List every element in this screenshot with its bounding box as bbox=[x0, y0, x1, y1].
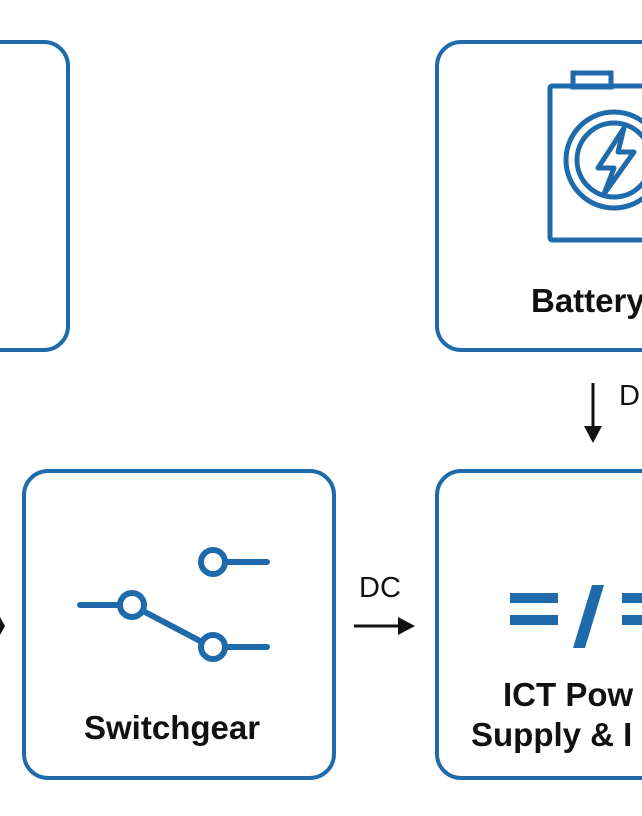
battery-label: Battery bbox=[531, 284, 642, 317]
dc-connection-label-battery: D bbox=[619, 382, 640, 411]
partial-arrow-left bbox=[0, 617, 5, 635]
ict-label-line1: ICT Pow bbox=[503, 678, 633, 711]
dc-arrow-down bbox=[584, 383, 602, 443]
dc-converter-icon bbox=[510, 585, 642, 648]
battery-charging-icon bbox=[550, 73, 642, 240]
switch-icon bbox=[80, 550, 267, 659]
dc-arrow-right bbox=[354, 617, 415, 635]
switchgear-label: Switchgear bbox=[84, 711, 260, 744]
dc-connection-label: DC bbox=[359, 574, 401, 603]
ict-label-line2: Supply & I bbox=[471, 718, 632, 751]
